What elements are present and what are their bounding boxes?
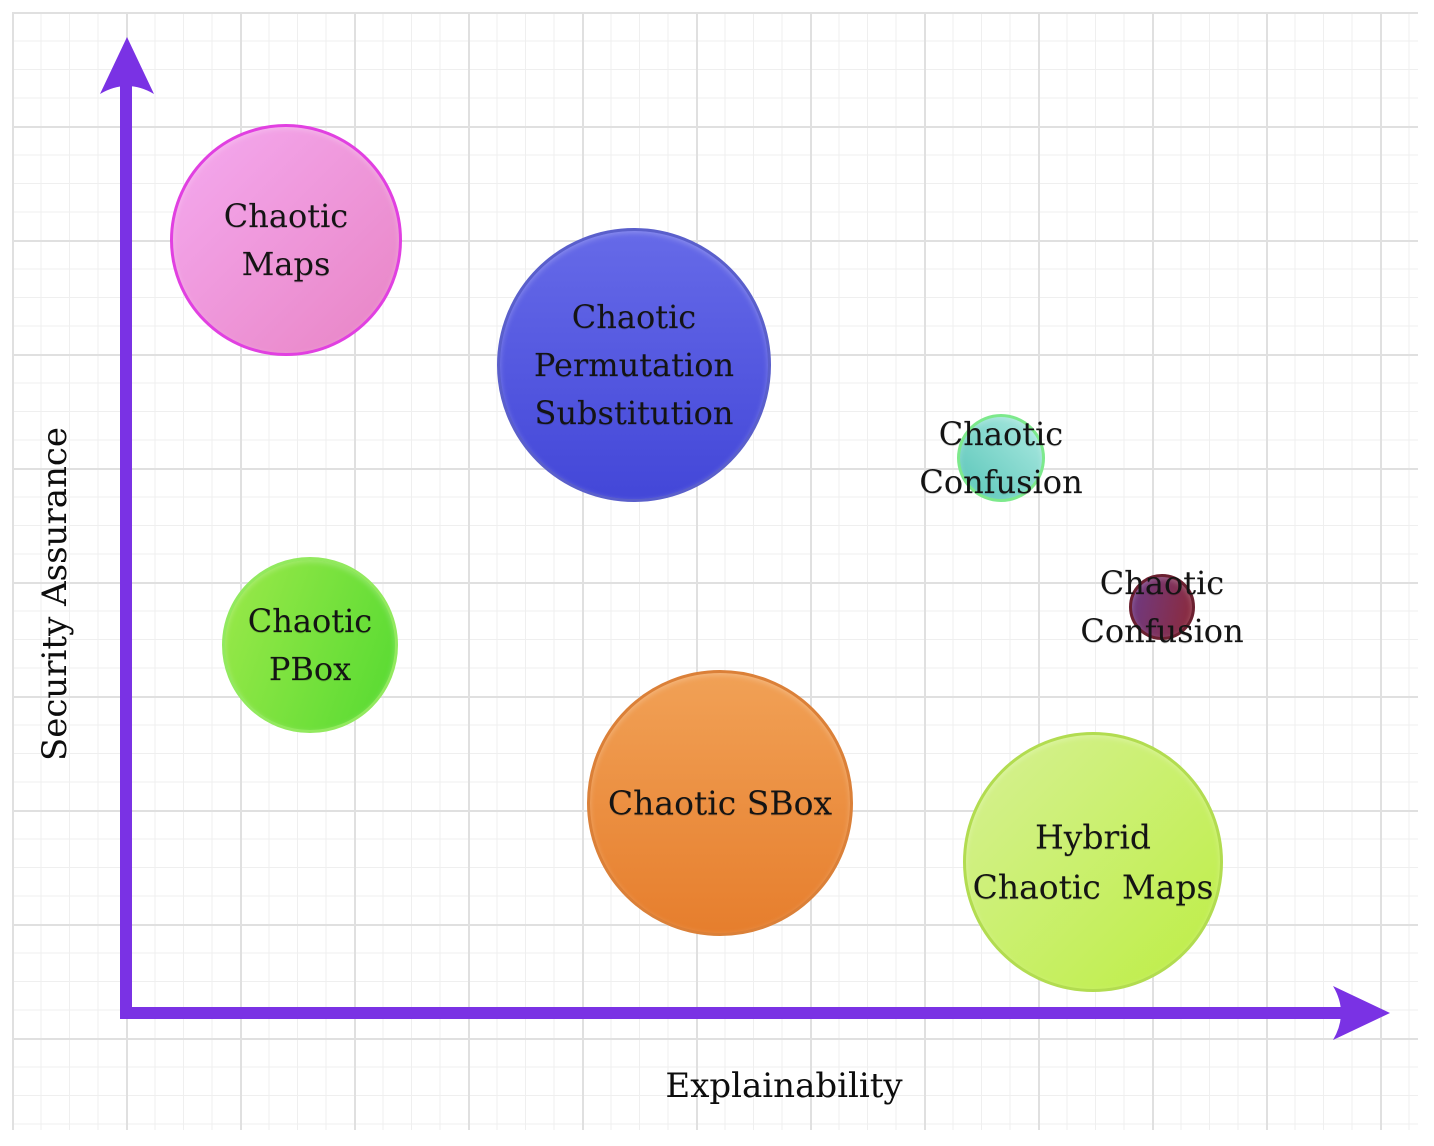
bubble-chaotic-confusion-teal — [957, 414, 1045, 502]
bubble-chaotic-permutation-substitution — [497, 228, 771, 502]
y-axis-label: Security Assurance — [35, 426, 75, 762]
bubble-label-chaotic-sbox: Chaotic SBox — [607, 783, 833, 823]
bubble-label-chaotic-permutation-substitution: Chaotic Permutation Substitution — [533, 298, 735, 432]
bubble-chaotic-sbox — [587, 670, 853, 936]
bubble-label-chaotic-pbox: Chaotic PBox — [247, 602, 373, 688]
bubble-label-chaotic-confusion-maroon: Chaotic Confusion — [1080, 564, 1244, 650]
bubble-chaotic-maps — [170, 124, 402, 356]
bubble-label-chaotic-confusion-teal: Chaotic Confusion — [919, 415, 1083, 501]
bubble-label-chaotic-maps: Chaotic Maps — [223, 197, 349, 283]
bubble-label-hybrid-chaotic-maps: Hybrid Chaotic Maps — [972, 817, 1214, 907]
x-axis-arrowhead-icon — [1333, 986, 1390, 1040]
y-axis-arrowhead-icon — [100, 37, 154, 94]
bubble-chaotic-pbox — [222, 557, 398, 733]
bubble-chaotic-confusion-maroon — [1129, 574, 1195, 640]
x-axis-label: Explainability — [665, 1066, 903, 1106]
bubble-hybrid-chaotic-maps — [963, 732, 1223, 992]
